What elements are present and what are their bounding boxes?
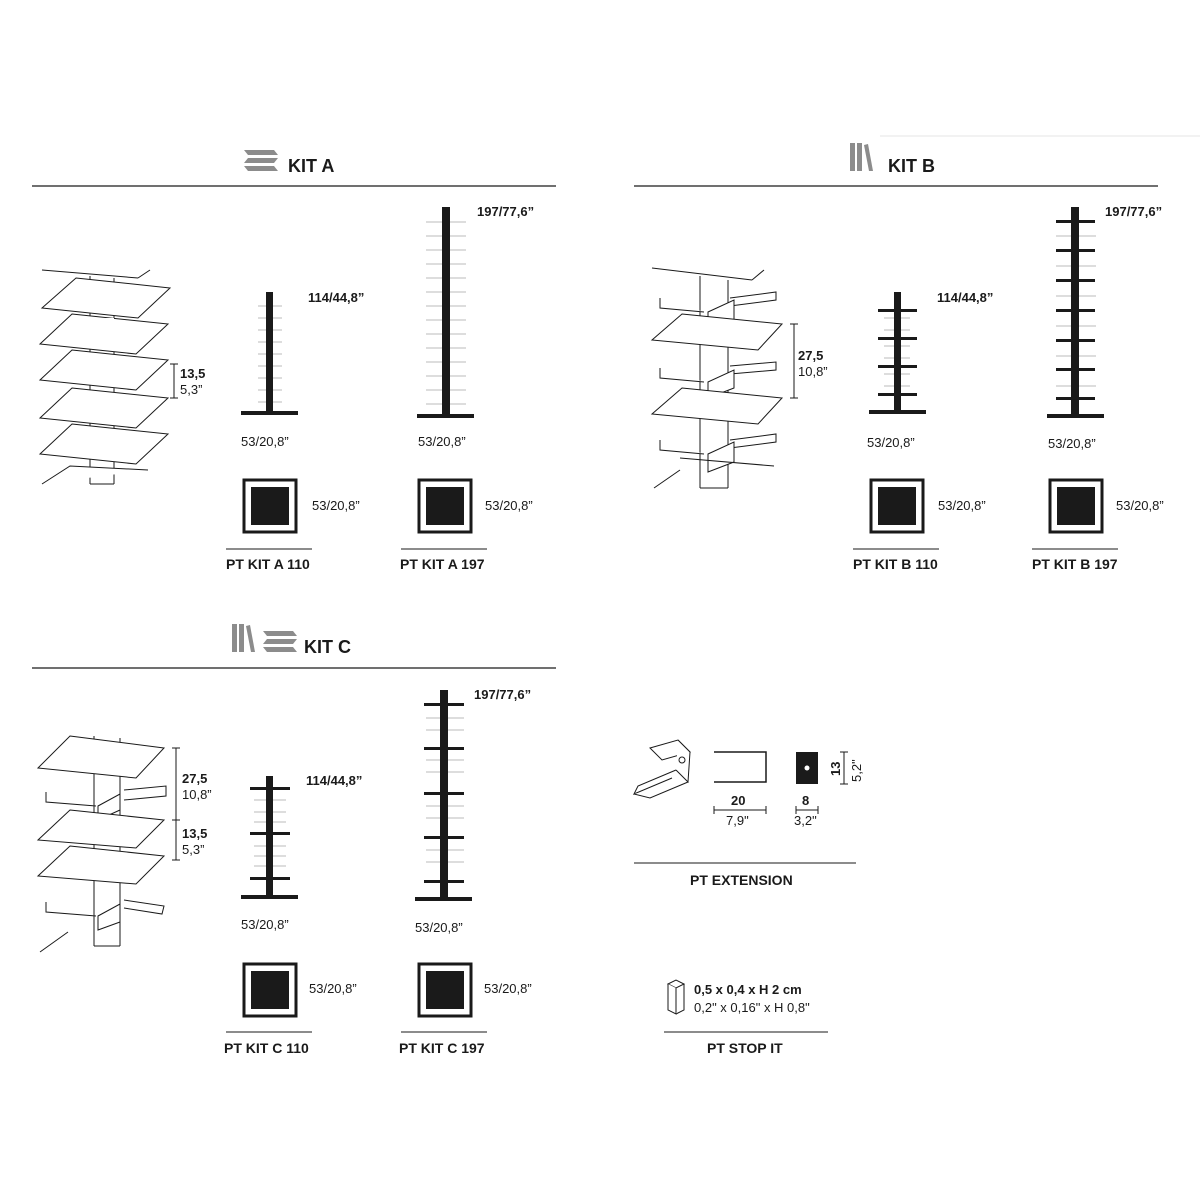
stacked-books-icon	[244, 150, 278, 171]
kit-b-110-base-size: 53/20,8”	[938, 498, 986, 513]
kit-b-197-elevation: 197/77,6” 53/20,8” 53/20,8” PT KIT B 197	[1032, 204, 1164, 572]
extension-height: 13	[828, 762, 843, 776]
kit-b-197-width: 53/20,8”	[1048, 436, 1096, 451]
kit-c-isometric-drawing	[36, 735, 167, 953]
kit-a-197-height: 197/77,6”	[477, 204, 534, 219]
kit-a-spacing-in: 5,3”	[180, 382, 202, 397]
extension-bracket-side: 20 7,9"	[713, 751, 767, 828]
kit-b-110-name: PT KIT B 110	[853, 556, 938, 572]
kit-a-197-base-size: 53/20,8”	[485, 498, 533, 513]
kit-b-110-width: 53/20,8”	[867, 435, 915, 450]
kit-a-197-elevation: 197/77,6” 53/20,8” 53/20,8” PT KIT A 197	[400, 204, 534, 572]
pt-extension-section: 20 7,9" 8 3,2" 13 5,2" PT EXTENSION	[632, 739, 864, 888]
kit-b-spacing-in: 10,8”	[798, 364, 828, 379]
stop-it-block-drawing	[666, 979, 686, 1015]
extension-height-in: 5,2"	[849, 759, 864, 782]
kit-a-title: KIT A	[288, 156, 334, 176]
kit-c-spacing-b-in: 5,3”	[182, 842, 204, 857]
kit-b-197-base-size: 53/20,8”	[1116, 498, 1164, 513]
extension-depth: 8	[802, 793, 809, 808]
extension-bracket-front: 8 3,2" 13 5,2"	[794, 751, 864, 828]
kit-c-110-base-size: 53/20,8”	[309, 981, 357, 996]
kit-c-197-width: 53/20,8”	[415, 920, 463, 935]
kit-c-110-width: 53/20,8”	[241, 917, 289, 932]
kit-a-110-name: PT KIT A 110	[226, 556, 310, 572]
extension-depth-in: 3,2"	[794, 813, 817, 828]
kit-b-isometric-drawing	[650, 267, 784, 489]
kit-a-section: KIT A 13,5 5,3”	[32, 150, 556, 572]
kit-b-197-height: 197/77,6”	[1105, 204, 1162, 219]
kit-c-197-height: 197/77,6”	[474, 687, 531, 702]
kit-a-spacing-cm: 13,5	[180, 366, 205, 381]
kit-a-197-width: 53/20,8”	[418, 434, 466, 449]
extension-width: 20	[731, 793, 745, 808]
kit-c-spacing-dimension	[172, 747, 180, 861]
kit-c-spacing-a-cm: 27,5	[182, 771, 207, 786]
stop-it-name: PT STOP IT	[707, 1040, 783, 1056]
kit-c-197-name: PT KIT C 197	[399, 1040, 485, 1056]
stacked-books-icon	[263, 631, 297, 652]
kit-c-spacing-b-cm: 13,5	[182, 826, 207, 841]
kit-c-197-elevation: 197/77,6” 53/20,8” 53/20,8” PT KIT C 197	[399, 687, 532, 1056]
kit-c-110-name: PT KIT C 110	[224, 1040, 309, 1056]
kit-b-section: KIT B 27,5 10,8”	[634, 143, 1164, 572]
kit-a-110-base-size: 53/20,8”	[312, 498, 360, 513]
kit-c-110-height: 114/44,8”	[306, 773, 362, 788]
pt-stop-it-section: 0,5 x 0,4 x H 2 cm 0,2" x 0,16" x H 0,8"…	[664, 979, 828, 1056]
kit-a-110-width: 53/20,8”	[241, 434, 289, 449]
stop-it-dims-in: 0,2" x 0,16" x H 0,8"	[694, 1000, 810, 1015]
extension-width-in: 7,9"	[726, 813, 749, 828]
kit-c-title: KIT C	[304, 637, 351, 657]
kit-c-section: KIT C 27,5 10,8” 13,5 5,3”	[32, 624, 556, 1056]
kit-a-spacing-dimension: 13,5 5,3”	[170, 363, 205, 399]
standing-books-icon	[850, 143, 873, 171]
kit-c-spacing-a-in: 10,8”	[182, 787, 212, 802]
standing-books-icon	[232, 624, 255, 652]
kit-b-spacing-cm: 27,5	[798, 348, 823, 363]
kit-a-197-name: PT KIT A 197	[400, 556, 485, 572]
kit-a-110-height: 114/44,8”	[308, 290, 364, 305]
kit-b-title: KIT B	[888, 156, 935, 176]
kit-b-110-height: 114/44,8”	[937, 290, 993, 305]
kit-c-197-base-size: 53/20,8”	[484, 981, 532, 996]
extension-bracket-isometric	[632, 739, 691, 799]
kit-b-197-name: PT KIT B 197	[1032, 556, 1118, 572]
kit-a-110-elevation: 114/44,8” 53/20,8” 53/20,8” PT KIT A 110	[226, 290, 364, 572]
kit-c-110-elevation: 114/44,8” 53/20,8” 53/20,8” PT KIT C 110	[224, 773, 362, 1056]
stop-it-dims-cm: 0,5 x 0,4 x H 2 cm	[694, 982, 802, 997]
extension-name: PT EXTENSION	[690, 872, 793, 888]
kit-b-110-elevation: 114/44,8” 53/20,8” 53/20,8” PT KIT B 110	[853, 290, 993, 572]
kit-b-spacing-dimension: 27,5 10,8”	[790, 323, 828, 399]
kit-a-isometric-drawing	[38, 269, 172, 485]
